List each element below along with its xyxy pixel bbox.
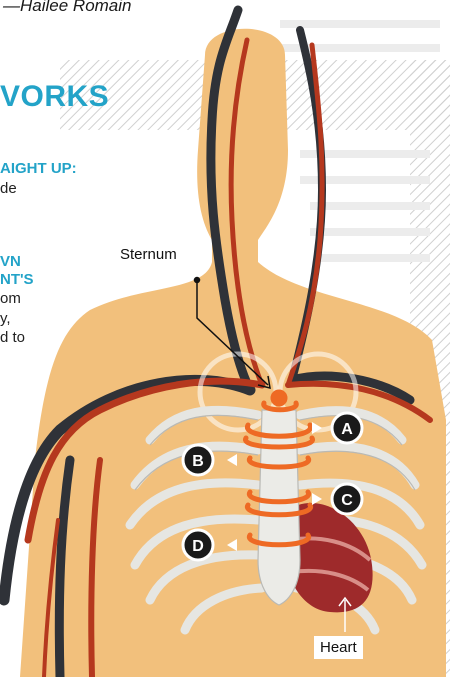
svg-text:D: D [192,538,204,555]
sternum-label: Sternum [120,246,177,263]
section-heading: VORKS [0,80,109,114]
svg-text:B: B [192,453,204,470]
svg-text:A: A [341,421,353,438]
byline: —Hailee Romain [3,0,132,16]
side-text-line: NT'S [0,271,34,288]
heart-label: Heart [314,636,363,659]
sternum-bone [258,410,300,605]
side-text-line: om [0,290,21,307]
side-text-line: AIGHT UP: [0,160,77,177]
side-text-line: d to [0,329,25,346]
side-text-line: y, [0,310,11,327]
side-text-line: de [0,180,17,197]
svg-text:C: C [341,492,353,509]
side-text-line: VN [0,253,21,270]
